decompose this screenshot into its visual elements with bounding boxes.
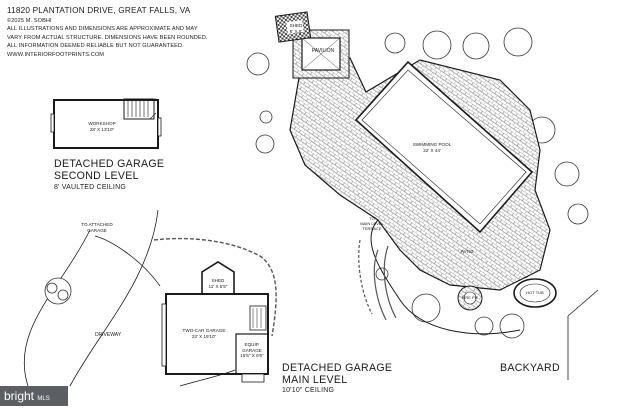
main-level-heading-line-1: DETACHED GARAGE — [282, 362, 393, 374]
to-main-line-1: TO — [369, 216, 375, 221]
swimming-pool-dims: 22' X 44' — [423, 147, 441, 153]
equip-garage-line-1: EQUIP. — [244, 342, 260, 347]
swimming-pool — [354, 60, 534, 234]
second-level-heading-line-1: DETACHED GARAGE — [54, 158, 165, 170]
patio-label: PATIO — [460, 249, 474, 254]
bright-mls-watermark: bright MLS — [0, 386, 68, 406]
watermark-suffix: MLS — [37, 396, 50, 402]
workshop-dims: 28' X 13'10" — [89, 126, 115, 132]
backyard-shed — [274, 11, 312, 43]
disclaimer-line-3: ALL INFORMATION DEEMED RELIABLE BUT NOT … — [7, 43, 184, 50]
second-level-heading-line-2: SECOND LEVEL — [54, 170, 139, 182]
backyard-heading: BACKYARD — [500, 362, 560, 374]
garage-shed-label: SHED 11' X 5'5" — [200, 278, 236, 289]
garage-shed-dims: 11' X 5'5" — [208, 283, 228, 289]
backyard-shed-name: SHED — [289, 23, 303, 28]
hot-tub — [513, 278, 557, 308]
disclaimer-line-1: ALL ILLUSTRATIONS AND DIMENSIONS ARE APP… — [7, 26, 198, 33]
swimming-pool-name: SWIMMING POOL — [412, 142, 452, 147]
workshop-name: WORKSHOP — [88, 121, 116, 126]
swimming-pool-label: SWIMMING POOL 22' X 44' — [406, 142, 458, 153]
property-address: 11820 PLANTATION DRIVE, GREAT FALLS, VA — [7, 6, 191, 15]
website: WWW.INTERIORFOOTPRINTS.COM — [7, 51, 105, 58]
two-car-garage-label: TWO-CAR GARAGE 23' X 19'10" — [172, 328, 236, 339]
to-attached-garage-label: TO ATTACHED GARAGE — [72, 222, 122, 233]
to-main-line-2: MAIN LEVEL — [360, 221, 384, 226]
fire-pit-label: FIRE PIT — [461, 295, 479, 300]
two-car-garage-dims: 23' X 19'10" — [191, 333, 217, 339]
garage-shed-name: SHED — [211, 278, 225, 283]
two-car-garage-name: TWO-CAR GARAGE — [182, 328, 226, 333]
backyard-shed-label: SHED 6' X 6' — [286, 23, 306, 34]
copyright: ©2025 M. SOBHI — [7, 18, 52, 24]
to-main-line-3: TERRACE — [362, 226, 382, 231]
equip-garage-label: EQUIP. GARAGE 15'5" X 6'6" — [236, 342, 268, 359]
fire-pit — [457, 285, 483, 311]
garage-plan — [161, 261, 269, 383]
pavilion-label: PAVILION — [311, 48, 335, 54]
to-main-level-terrace-label: TO MAIN LEVEL TERRACE — [354, 216, 390, 231]
to-attached-line-1: TO ATTACHED — [81, 222, 113, 227]
second-level-note: 8' VAULTED CEILING — [54, 184, 126, 191]
to-attached-line-2: GARAGE — [87, 227, 107, 233]
workshop-label: WORKSHOP 28' X 13'10" — [72, 121, 132, 132]
main-level-heading-line-2: MAIN LEVEL — [282, 374, 348, 386]
equip-garage-line-2: GARAGE — [242, 347, 262, 353]
hot-tub-label: HOT TUB — [526, 290, 544, 295]
disclaimer-line-2: VARY FROM ACTUAL STRUCTURE. DIMENSIONS H… — [7, 34, 208, 41]
workshop-plan — [50, 98, 162, 149]
equip-garage-dims: 15'5" X 6'6" — [240, 353, 264, 359]
watermark-brand: bright — [4, 389, 35, 403]
terrace-steps — [358, 239, 397, 321]
driveway-label: DRIVEWAY — [94, 332, 122, 338]
property-line — [567, 289, 599, 380]
trees-left — [44, 277, 72, 305]
main-level-heading: DETACHED GARAGE MAIN LEVEL — [282, 362, 392, 386]
header-block: 11820 PLANTATION DRIVE, GREAT FALLS, VA … — [7, 6, 257, 59]
second-level-heading: DETACHED GARAGE SECOND LEVEL — [54, 158, 164, 182]
driveway-lines — [23, 209, 277, 387]
pavilion — [292, 29, 350, 79]
backyard-shed-dims: 6' X 6' — [289, 28, 303, 34]
main-level-note: 10'10" CEILING — [282, 387, 335, 394]
